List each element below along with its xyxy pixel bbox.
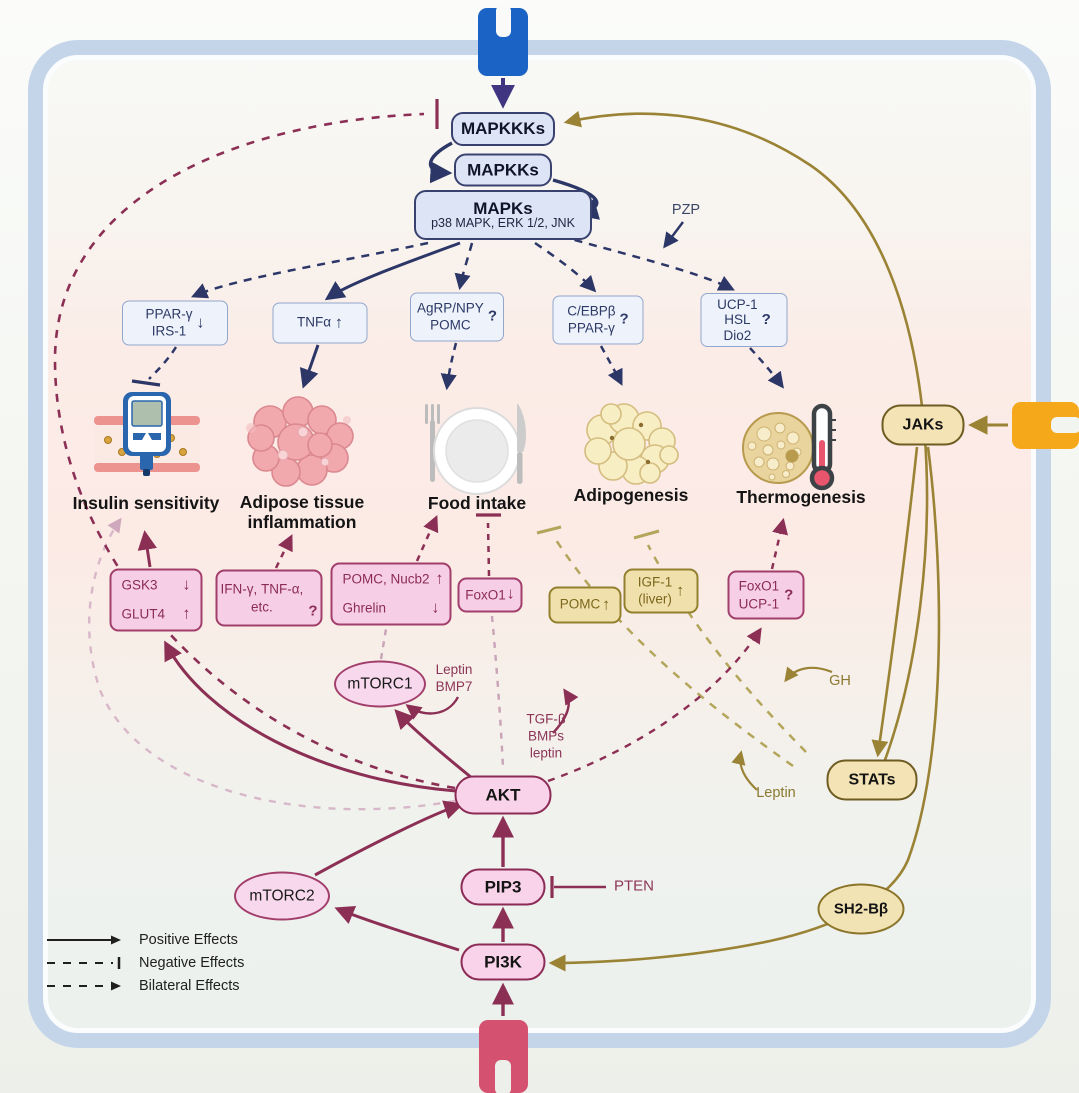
food-intake-label: Food intake [427, 492, 527, 513]
node-akt: AKT [454, 775, 552, 815]
node-mapks: MAPKs p38 MAPK, ERK 1/2, JNK [414, 190, 592, 240]
pzp-label: PZP [671, 201, 701, 218]
gh-label: GH [829, 672, 851, 689]
node-sh2b: SH2-Bβ [817, 883, 905, 935]
box-pomc: POMC↑ [548, 586, 622, 624]
node-mtorc2: mTORC2 [234, 871, 330, 921]
node-pi3k: PI3K [460, 943, 546, 981]
legend-negative: Negative Effects [45, 955, 244, 971]
box-igf1-liver: IGF-1(liver) ↑ [623, 568, 699, 614]
negative-arrow-sample [47, 957, 121, 969]
box-tnfa: TNFα↑ [272, 302, 368, 344]
legend-positive: Positive Effects [45, 932, 244, 948]
box-pomc-nucb2-ghrelin: POMC, Nucb2↑ Ghrelin↓ [330, 562, 452, 626]
legend-bilateral: Bilateral Effects [45, 978, 244, 994]
node-stats: STATs [826, 759, 918, 801]
node-mapkks: MAPKKs [454, 153, 552, 187]
node-mtorc1: mTORC1 [334, 660, 426, 708]
node-mapkkks: MAPKKKs [451, 112, 555, 146]
insulin-sensitivity-label: Insulin sensitivity [72, 492, 220, 513]
box-ifn-tnf: IFN-γ, TNF-α,etc. ? [215, 569, 323, 627]
adipogenesis-label: Adipogenesis [573, 484, 689, 505]
node-jaks: JAKs [881, 404, 965, 446]
bilateral-arrow-sample [47, 981, 121, 991]
leptin-label: Leptin [756, 784, 796, 801]
thermogenesis-label: Thermogenesis [736, 486, 866, 507]
positive-arrow-sample [47, 935, 121, 945]
node-pip3: PIP3 [460, 868, 546, 906]
box-gsk3-glut4: GSK3↓ GLUT4↑ [109, 568, 203, 632]
pten-label: PTEN [613, 877, 655, 895]
box-foxo1: FoxO1↓ [457, 577, 523, 613]
legend: Positive Effects Negative Effects Bilate… [45, 932, 244, 994]
